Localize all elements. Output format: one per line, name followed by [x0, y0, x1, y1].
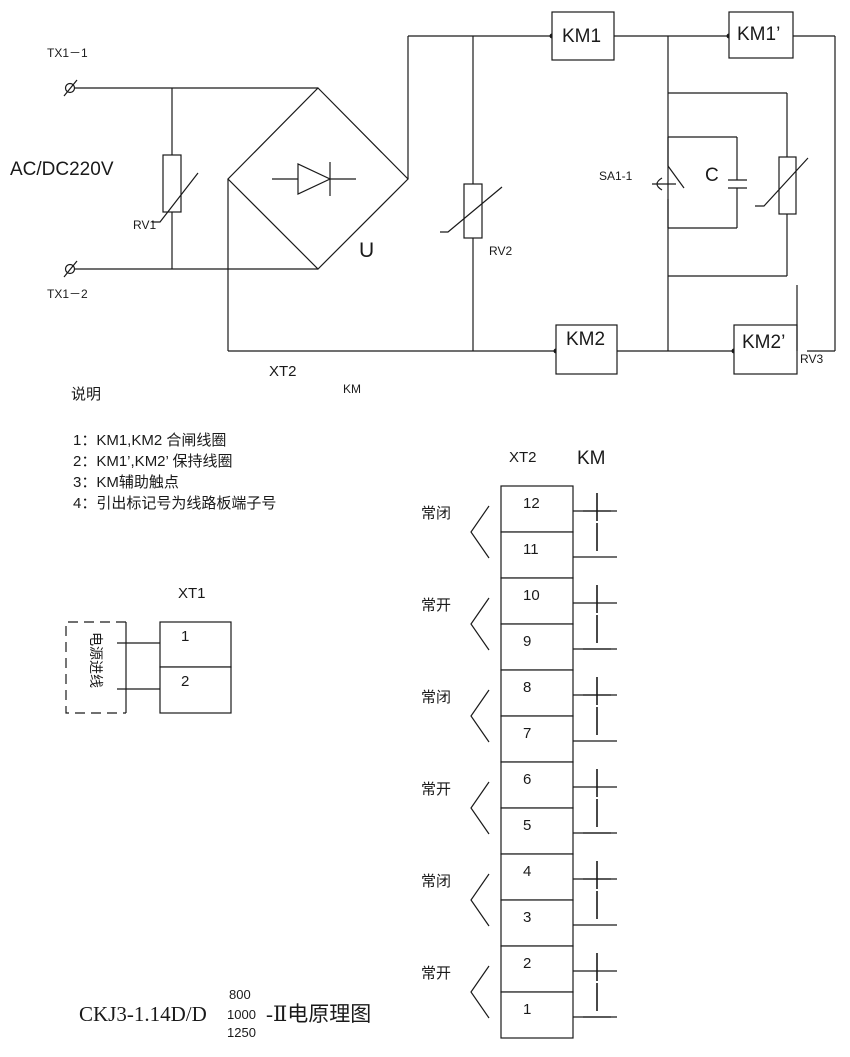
km-contacts	[573, 493, 617, 1018]
terminal-cell	[500, 945, 574, 993]
model-number: CKJ3-1.14D/D	[79, 1002, 207, 1026]
xt1-terminal-number: 2	[181, 673, 189, 690]
hold-network	[667, 36, 788, 351]
terminal-cell	[500, 623, 574, 671]
terminal-cell	[500, 715, 574, 763]
label-rv3: RV3	[800, 352, 823, 366]
xt1-terminal-number: 1	[181, 628, 189, 645]
terminal-cells: 12 11 10 9 8 7 6 5 4 3 2 1	[500, 485, 574, 1039]
contact-type-label: 常闭	[421, 505, 451, 522]
bridge-rectifier	[227, 87, 409, 270]
current-rating: 1000	[227, 1007, 256, 1022]
terminal-cell	[500, 807, 574, 855]
label-capacitor: C	[705, 165, 719, 186]
terminal-cell	[500, 991, 574, 1039]
terminal-number: 2	[523, 955, 531, 972]
label-km1: KM1	[562, 26, 601, 47]
main-circuit	[63, 11, 836, 375]
contact-type-label: 常闭	[421, 873, 451, 890]
terminal-cell	[500, 899, 574, 947]
current-rating: 1250	[227, 1025, 256, 1040]
input-terminal-tx1-1	[63, 79, 172, 97]
terminal-number: 12	[523, 495, 540, 512]
terminal-number: 3	[523, 909, 531, 926]
contact-chevron	[470, 873, 490, 927]
terminal-number: 9	[523, 633, 531, 650]
contact-type-label: 常闭	[421, 689, 451, 706]
terminal-cell	[500, 577, 574, 625]
capacitor-c	[728, 137, 747, 228]
note-item: 4：引出标记号为线路板端子号	[73, 494, 276, 512]
km-contact-label: KM	[577, 448, 606, 469]
title-block: CKJ3-1.14D/D 800 1000 1250 -Ⅱ电原理图	[79, 987, 371, 1040]
drawing-suffix: -Ⅱ电原理图	[266, 1002, 371, 1026]
terminal-number: 4	[523, 863, 531, 880]
label-rv2: RV2	[489, 244, 512, 258]
label-tx1-2: TX1－2	[47, 287, 88, 301]
label-km2: KM2	[566, 329, 605, 350]
varistor-rv2	[440, 36, 503, 351]
notes-block: 说明 1：KM1,KM2 合闸线圈 2：KM1’,KM2’ 保持线圈 3：KM辅…	[71, 386, 276, 512]
note-item: 3：KM辅助触点	[73, 474, 179, 491]
xt1-terminal-block: XT1 电源进线 1 2	[65, 585, 232, 714]
coil-km2-prime	[733, 324, 798, 375]
terminal-cell	[500, 669, 574, 717]
contact-type-label: 常开	[421, 781, 451, 798]
input-terminal-tx1-2	[63, 260, 172, 278]
terminal-number: 11	[523, 541, 539, 558]
terminal-number: 7	[523, 725, 531, 742]
contact-type-label: 常开	[421, 965, 451, 982]
terminal-number: 5	[523, 817, 531, 834]
contact-chevron	[470, 965, 490, 1019]
label-bridge-u: U	[359, 239, 374, 262]
contact-type-label: 常开	[421, 597, 451, 614]
xt1-label: XT1	[178, 585, 206, 602]
label-km-small: KM	[343, 382, 361, 396]
contact-chevron	[470, 505, 490, 559]
coil-km1-prime	[728, 11, 794, 59]
contact-chevron	[470, 689, 490, 743]
terminal-number: 10	[523, 587, 540, 604]
terminal-number: 8	[523, 679, 531, 696]
label-km1-prime: KM1’	[737, 24, 780, 45]
current-rating: 800	[229, 987, 251, 1002]
contact-chevron	[470, 597, 490, 651]
note-item: 1：KM1,KM2 合闸线圈	[73, 432, 226, 449]
terminal-number: 6	[523, 771, 531, 788]
terminal-cell	[500, 761, 574, 809]
power-inlet-label: 电源进线	[87, 632, 103, 688]
varistor-rv1	[152, 88, 199, 269]
note-item: 2：KM1’,KM2’ 保持线圈	[73, 453, 232, 470]
terminal-number: 1	[523, 1001, 531, 1018]
label-sa1-1: SA1-1	[599, 169, 633, 183]
coil-km2	[555, 324, 618, 375]
terminal-cell	[500, 531, 574, 579]
switch-sa1-1	[652, 137, 685, 228]
terminal-cell	[500, 485, 574, 533]
label-tx1-1: TX1－1	[47, 46, 88, 60]
xt2-strip-label: XT2	[509, 449, 537, 466]
label-km2-prime: KM2’	[742, 332, 785, 353]
label-xt2-schematic: XT2	[269, 363, 297, 380]
contact-chevron	[470, 781, 490, 835]
varistor-rv3	[755, 156, 809, 215]
notes-heading: 说明	[71, 386, 101, 403]
label-supply-voltage: AC/DC220V	[10, 159, 114, 180]
coil-km1	[551, 11, 615, 61]
label-rv1: RV1	[133, 218, 156, 232]
terminal-cell	[500, 853, 574, 901]
